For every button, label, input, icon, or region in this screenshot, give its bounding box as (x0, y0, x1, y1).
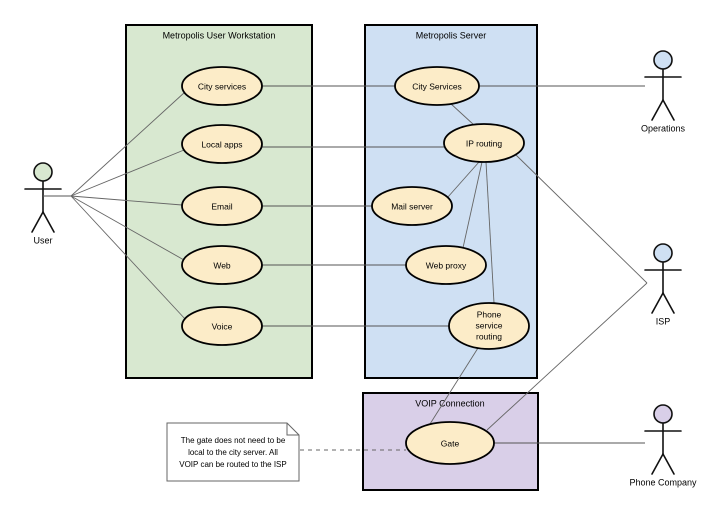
actor-operations-head-icon (653, 50, 673, 70)
actor-phone-company-leg-right (662, 453, 675, 475)
assoc-ip-routing-to-phone-service-routing (485, 161, 495, 304)
actor-isp-leg-right (662, 292, 675, 314)
use-case-web-proxy-label: Web proxy (426, 260, 467, 270)
actor-phone-company[interactable]: Phone Company (629, 404, 697, 487)
actor-user[interactable]: User (24, 162, 71, 245)
gate-note-line-1: The gate does not need to be (181, 436, 286, 445)
use-case-mail-server-shape[interactable] (371, 186, 453, 226)
use-case-city-services-srv-label: City Services (412, 81, 462, 91)
use-case-mail-server-label: Mail server (391, 201, 433, 211)
gate-note-line-3: VOIP can be routed to the ISP (179, 460, 286, 469)
assoc-user-web (70, 195, 185, 261)
use-case-ip-routing[interactable]: IP routing (443, 123, 525, 163)
assoc-user-local-apps (70, 149, 185, 197)
assoc-user-voice (70, 195, 187, 321)
use-case-local-apps-label: Local apps (201, 139, 242, 149)
use-case-web-label: Web (213, 260, 231, 270)
assoc-phone-service-routing-to-gate (429, 347, 479, 425)
actor-user-leg-left (31, 211, 44, 233)
actor-operations[interactable]: Operations (641, 50, 686, 133)
use-case-voice[interactable]: Voice (181, 306, 263, 346)
use-case-web-shape[interactable] (181, 245, 263, 285)
use-case-phone-service-routing-label-3: routing (476, 331, 502, 341)
use-case-city-services-ws[interactable]: City services (181, 66, 263, 106)
use-case-mail-server[interactable]: Mail server (371, 186, 453, 226)
gate-note-box[interactable] (166, 422, 300, 482)
use-case-city-services-ws-label: City services (198, 81, 246, 91)
use-case-local-apps-shape[interactable] (181, 124, 263, 164)
actor-user-head-icon (33, 162, 53, 182)
use-case-city-services-ws-shape[interactable] (181, 66, 263, 106)
actor-isp-head-icon (653, 243, 673, 263)
package-voip[interactable]: VOIP Connection (362, 392, 539, 491)
assoc-city-services-srv-to-ip-routing (449, 102, 475, 126)
use-case-ip-routing-label: IP routing (466, 138, 503, 148)
package-server-title: Metropolis Server (416, 30, 487, 40)
assoc-user-email (70, 195, 183, 206)
actor-operations-label: Operations (641, 123, 686, 133)
actor-phone-company-label: Phone Company (629, 477, 697, 487)
use-case-city-services-srv[interactable]: City Services (394, 66, 480, 106)
use-case-email-shape[interactable] (181, 186, 263, 226)
actor-isp-leg-left (651, 292, 664, 314)
actor-phone-company-head-icon (653, 404, 673, 424)
use-case-web-proxy-shape[interactable] (405, 245, 487, 285)
use-case-phone-service-routing[interactable]: Phone service routing (448, 302, 530, 350)
actor-isp-label: ISP (656, 316, 671, 326)
use-case-gate[interactable]: Gate (405, 421, 495, 465)
actor-phone-company-leg-left (651, 453, 664, 475)
use-case-phone-service-routing-label-1: Phone (477, 309, 502, 319)
package-workstation-title: Metropolis User Workstation (163, 30, 276, 40)
actor-operations-leg-right (662, 99, 675, 121)
use-case-voice-shape[interactable] (181, 306, 263, 346)
use-case-city-services-srv-shape[interactable] (394, 66, 480, 106)
assoc-user-city-services (70, 91, 186, 197)
use-case-email-label: Email (211, 201, 232, 211)
gate-note[interactable]: The gate does not need to be local to th… (166, 422, 406, 482)
assoc-gate-to-isp (486, 282, 648, 431)
use-case-phone-service-routing-shape[interactable] (448, 302, 530, 350)
use-case-gate-label: Gate (441, 438, 460, 448)
actor-isp[interactable]: ISP (644, 243, 682, 326)
package-voip-title: VOIP Connection (415, 398, 484, 408)
assoc-ip-routing-to-isp (515, 154, 648, 284)
use-case-voice-label: Voice (212, 321, 233, 331)
actor-user-label: User (33, 235, 52, 245)
use-case-local-apps[interactable]: Local apps (181, 124, 263, 164)
use-case-ip-routing-shape[interactable] (443, 123, 525, 163)
use-case-web-proxy[interactable]: Web proxy (405, 245, 487, 285)
use-case-phone-service-routing-label-2: service (476, 320, 503, 330)
actor-operations-leg-left (651, 99, 664, 121)
association-lines (70, 85, 648, 444)
actor-user-leg-right (42, 211, 55, 233)
gate-note-fold-icon (286, 423, 299, 436)
use-case-gate-shape[interactable] (405, 421, 495, 465)
use-case-web[interactable]: Web (181, 245, 263, 285)
use-case-email[interactable]: Email (181, 186, 263, 226)
gate-note-line-2: local to the city server. All (188, 448, 278, 457)
